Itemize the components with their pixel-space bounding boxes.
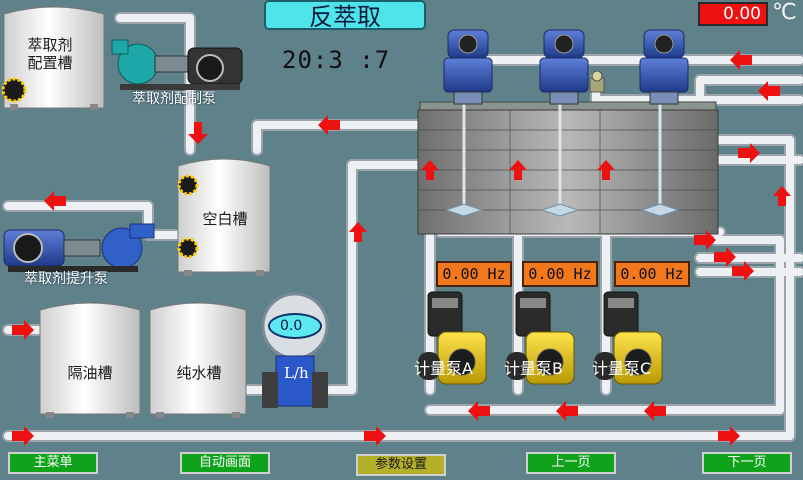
flowmeter-unit: L/h xyxy=(284,364,309,382)
temperature-unit: ℃ xyxy=(772,0,797,25)
frequency-unit: Hz xyxy=(665,265,684,283)
tank-label-extractant-config: 萃取剂 配置槽 xyxy=(27,36,73,72)
flowmeter-value: 0.0 xyxy=(268,313,322,339)
pump-label-config: 萃取剂配制泵 xyxy=(132,91,216,107)
pump-label-lift: 萃取剂提升泵 xyxy=(24,271,108,287)
frequency-display-b[interactable]: 0.00 Hz xyxy=(522,261,598,287)
extractant-config-pump-icon xyxy=(111,39,243,90)
tank-blank xyxy=(177,158,271,276)
level-sensor-icon xyxy=(589,70,605,93)
auto-screen-button[interactable]: 自动画面 xyxy=(180,452,270,474)
tank-label-pure-water: 纯水槽 xyxy=(176,364,222,382)
frequency-unit: Hz xyxy=(487,265,506,283)
flowmeter-icon xyxy=(261,292,329,408)
param-settings-button[interactable]: 参数设置 xyxy=(356,454,446,476)
extractant-lift-pump-icon xyxy=(3,223,155,272)
tank-oil-separation xyxy=(39,302,141,418)
prev-page-button[interactable]: 上一页 xyxy=(526,452,616,474)
metering-pump-label-b: 计量泵B xyxy=(504,359,563,378)
main-menu-button[interactable]: 主菜单 xyxy=(8,452,98,474)
metering-pump-label-a: 计量泵A xyxy=(414,359,473,378)
frequency-value: 0.00 xyxy=(528,265,565,283)
tank-pure-water xyxy=(149,302,247,418)
flow-arrows xyxy=(12,50,791,446)
temperature-display: 0.00 xyxy=(698,2,768,26)
next-page-button[interactable]: 下一页 xyxy=(702,452,792,474)
frequency-display-a[interactable]: 0.00 Hz xyxy=(436,261,512,287)
tank-extractant-config xyxy=(1,6,105,110)
frequency-value: 0.00 xyxy=(620,265,657,283)
metering-pump-label-c: 计量泵C xyxy=(592,359,652,378)
extraction-vessel xyxy=(417,70,719,235)
tank-label-blank: 空白槽 xyxy=(202,210,248,228)
agitator-motors xyxy=(443,29,689,105)
metering-pumps xyxy=(418,291,663,385)
frequency-value: 0.00 xyxy=(442,265,479,283)
clock-display: 20:3 :7 xyxy=(282,46,391,74)
page-title: 反萃取 xyxy=(264,0,426,31)
frequency-unit: Hz xyxy=(573,265,592,283)
frequency-display-c[interactable]: 0.00 Hz xyxy=(614,261,690,287)
tank-label-oil-separation: 隔油槽 xyxy=(67,364,113,382)
